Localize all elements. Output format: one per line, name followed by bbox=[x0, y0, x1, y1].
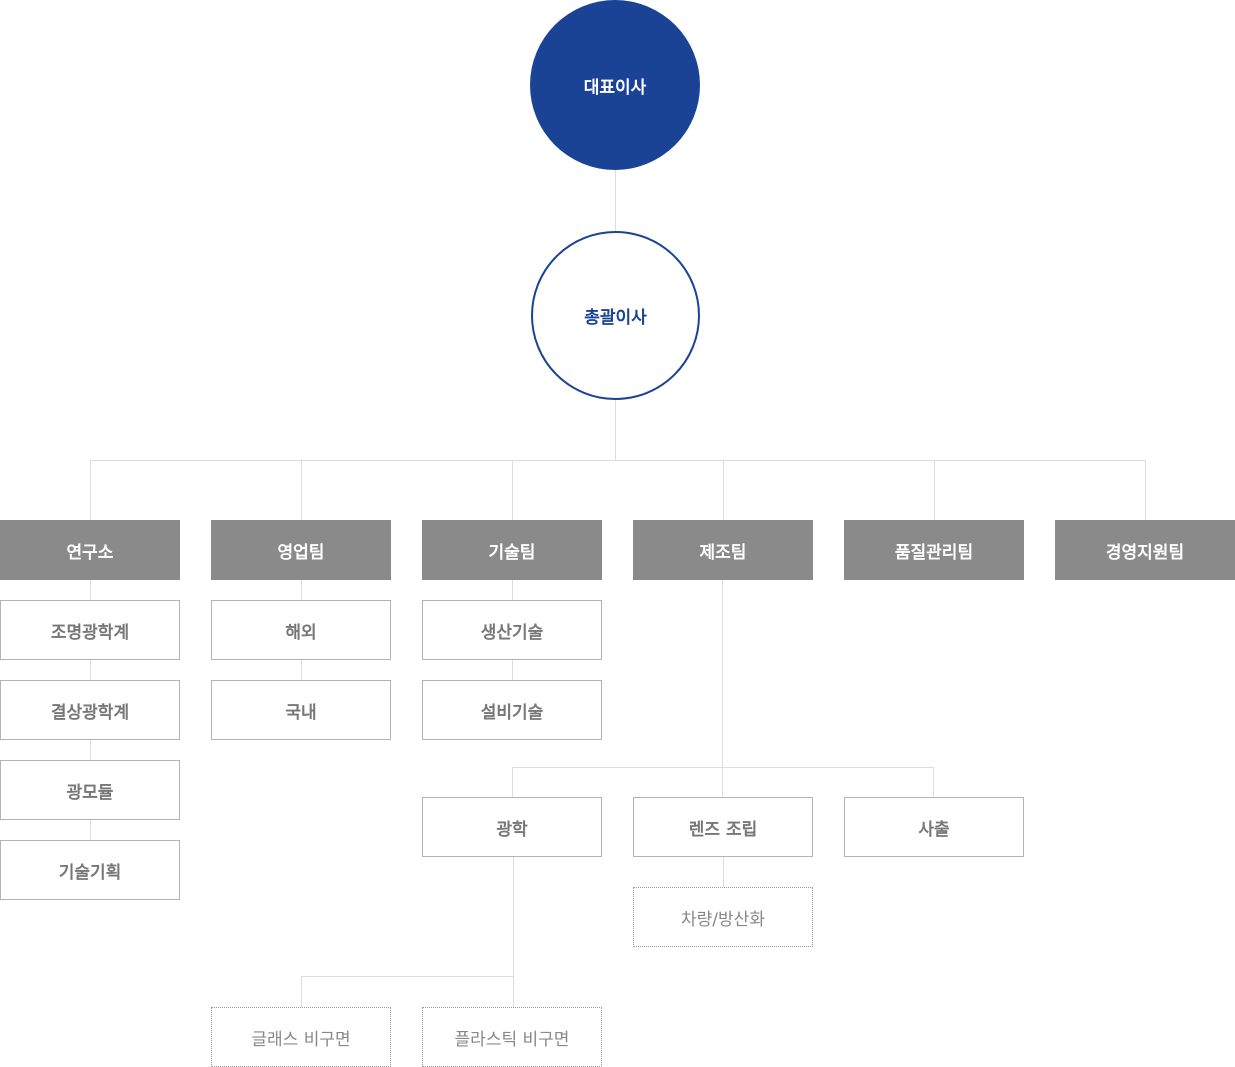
team-quality-label: 품질관리팀 bbox=[894, 542, 974, 563]
research-unit-label: 결상광학계 bbox=[50, 702, 130, 723]
ceo-label: 대표이사 bbox=[583, 77, 647, 98]
research-unit: 결상광학계 bbox=[0, 680, 180, 740]
connector-mfg-optics bbox=[512, 767, 513, 797]
general-manager-node: 총괄이사 bbox=[531, 231, 700, 400]
mfg-unit-lens-assembly: 렌즈 조립 bbox=[633, 797, 813, 857]
connector-gm-bus bbox=[615, 400, 616, 461]
team-research-label: 연구소 bbox=[66, 542, 114, 563]
optics-sub-unit-label: 글래스 비구면 bbox=[251, 1029, 351, 1050]
sales-unit: 국내 bbox=[211, 680, 391, 740]
mfg-unit-lens-assembly-label: 렌즈 조립 bbox=[688, 819, 758, 840]
team-manufacturing-label: 제조팀 bbox=[699, 542, 747, 563]
connector-drop-sales bbox=[301, 460, 302, 520]
connector-drop-quality bbox=[934, 460, 935, 520]
connector-optics-glass bbox=[301, 976, 302, 1007]
team-tech: 기술팀 bbox=[422, 520, 602, 580]
connector-optics-trunk bbox=[513, 857, 514, 1007]
tech-unit: 생산기술 bbox=[422, 600, 602, 660]
mfg-unit-injection-label: 사출 bbox=[918, 819, 950, 840]
team-tech-label: 기술팀 bbox=[488, 542, 536, 563]
research-unit: 광모듈 bbox=[0, 760, 180, 820]
lens-sub-unit: 차량/방산화 bbox=[633, 887, 813, 947]
tech-unit-label: 설비기술 bbox=[480, 702, 544, 723]
connector-mfg-injection bbox=[933, 767, 934, 797]
connector-drop-mfg bbox=[723, 460, 724, 520]
mfg-unit-optics-label: 광학 bbox=[496, 819, 528, 840]
team-sales: 영업팀 bbox=[211, 520, 391, 580]
sales-unit-label: 국내 bbox=[285, 702, 317, 723]
team-admin: 경영지원팀 bbox=[1055, 520, 1235, 580]
connector-team-bus bbox=[90, 460, 1146, 461]
lens-sub-unit-label: 차량/방산화 bbox=[681, 909, 765, 930]
team-research: 연구소 bbox=[0, 520, 180, 580]
research-unit-label: 광모듈 bbox=[66, 782, 114, 803]
sales-unit-label: 해외 bbox=[285, 622, 317, 643]
connector-ceo-gm bbox=[615, 170, 616, 232]
research-unit-label: 조명광학계 bbox=[50, 622, 130, 643]
sales-unit: 해외 bbox=[211, 600, 391, 660]
team-admin-label: 경영지원팀 bbox=[1105, 542, 1185, 563]
mfg-unit-optics: 광학 bbox=[422, 797, 602, 857]
research-unit: 기술기획 bbox=[0, 840, 180, 900]
research-unit: 조명광학계 bbox=[0, 600, 180, 660]
team-sales-label: 영업팀 bbox=[277, 542, 325, 563]
connector-drop-research bbox=[90, 460, 91, 520]
connector-mfg-trunk bbox=[722, 580, 723, 797]
connector-drop-admin bbox=[1145, 460, 1146, 520]
ceo-node: 대표이사 bbox=[530, 0, 700, 170]
team-quality: 품질관리팀 bbox=[844, 520, 1024, 580]
research-unit-label: 기술기획 bbox=[58, 862, 122, 883]
optics-sub-unit-label: 플라스틱 비구면 bbox=[454, 1029, 570, 1050]
tech-unit-label: 생산기술 bbox=[480, 622, 544, 643]
optics-sub-unit: 플라스틱 비구면 bbox=[422, 1007, 602, 1067]
mfg-unit-injection: 사출 bbox=[844, 797, 1024, 857]
general-manager-label: 총괄이사 bbox=[584, 308, 647, 328]
tech-unit: 설비기술 bbox=[422, 680, 602, 740]
connector-optics-bus bbox=[301, 976, 514, 977]
team-manufacturing: 제조팀 bbox=[633, 520, 813, 580]
connector-lens-sub bbox=[723, 857, 724, 887]
optics-sub-unit: 글래스 비구면 bbox=[211, 1007, 391, 1067]
connector-drop-tech bbox=[512, 460, 513, 520]
connector-mfg-bus bbox=[512, 767, 934, 768]
